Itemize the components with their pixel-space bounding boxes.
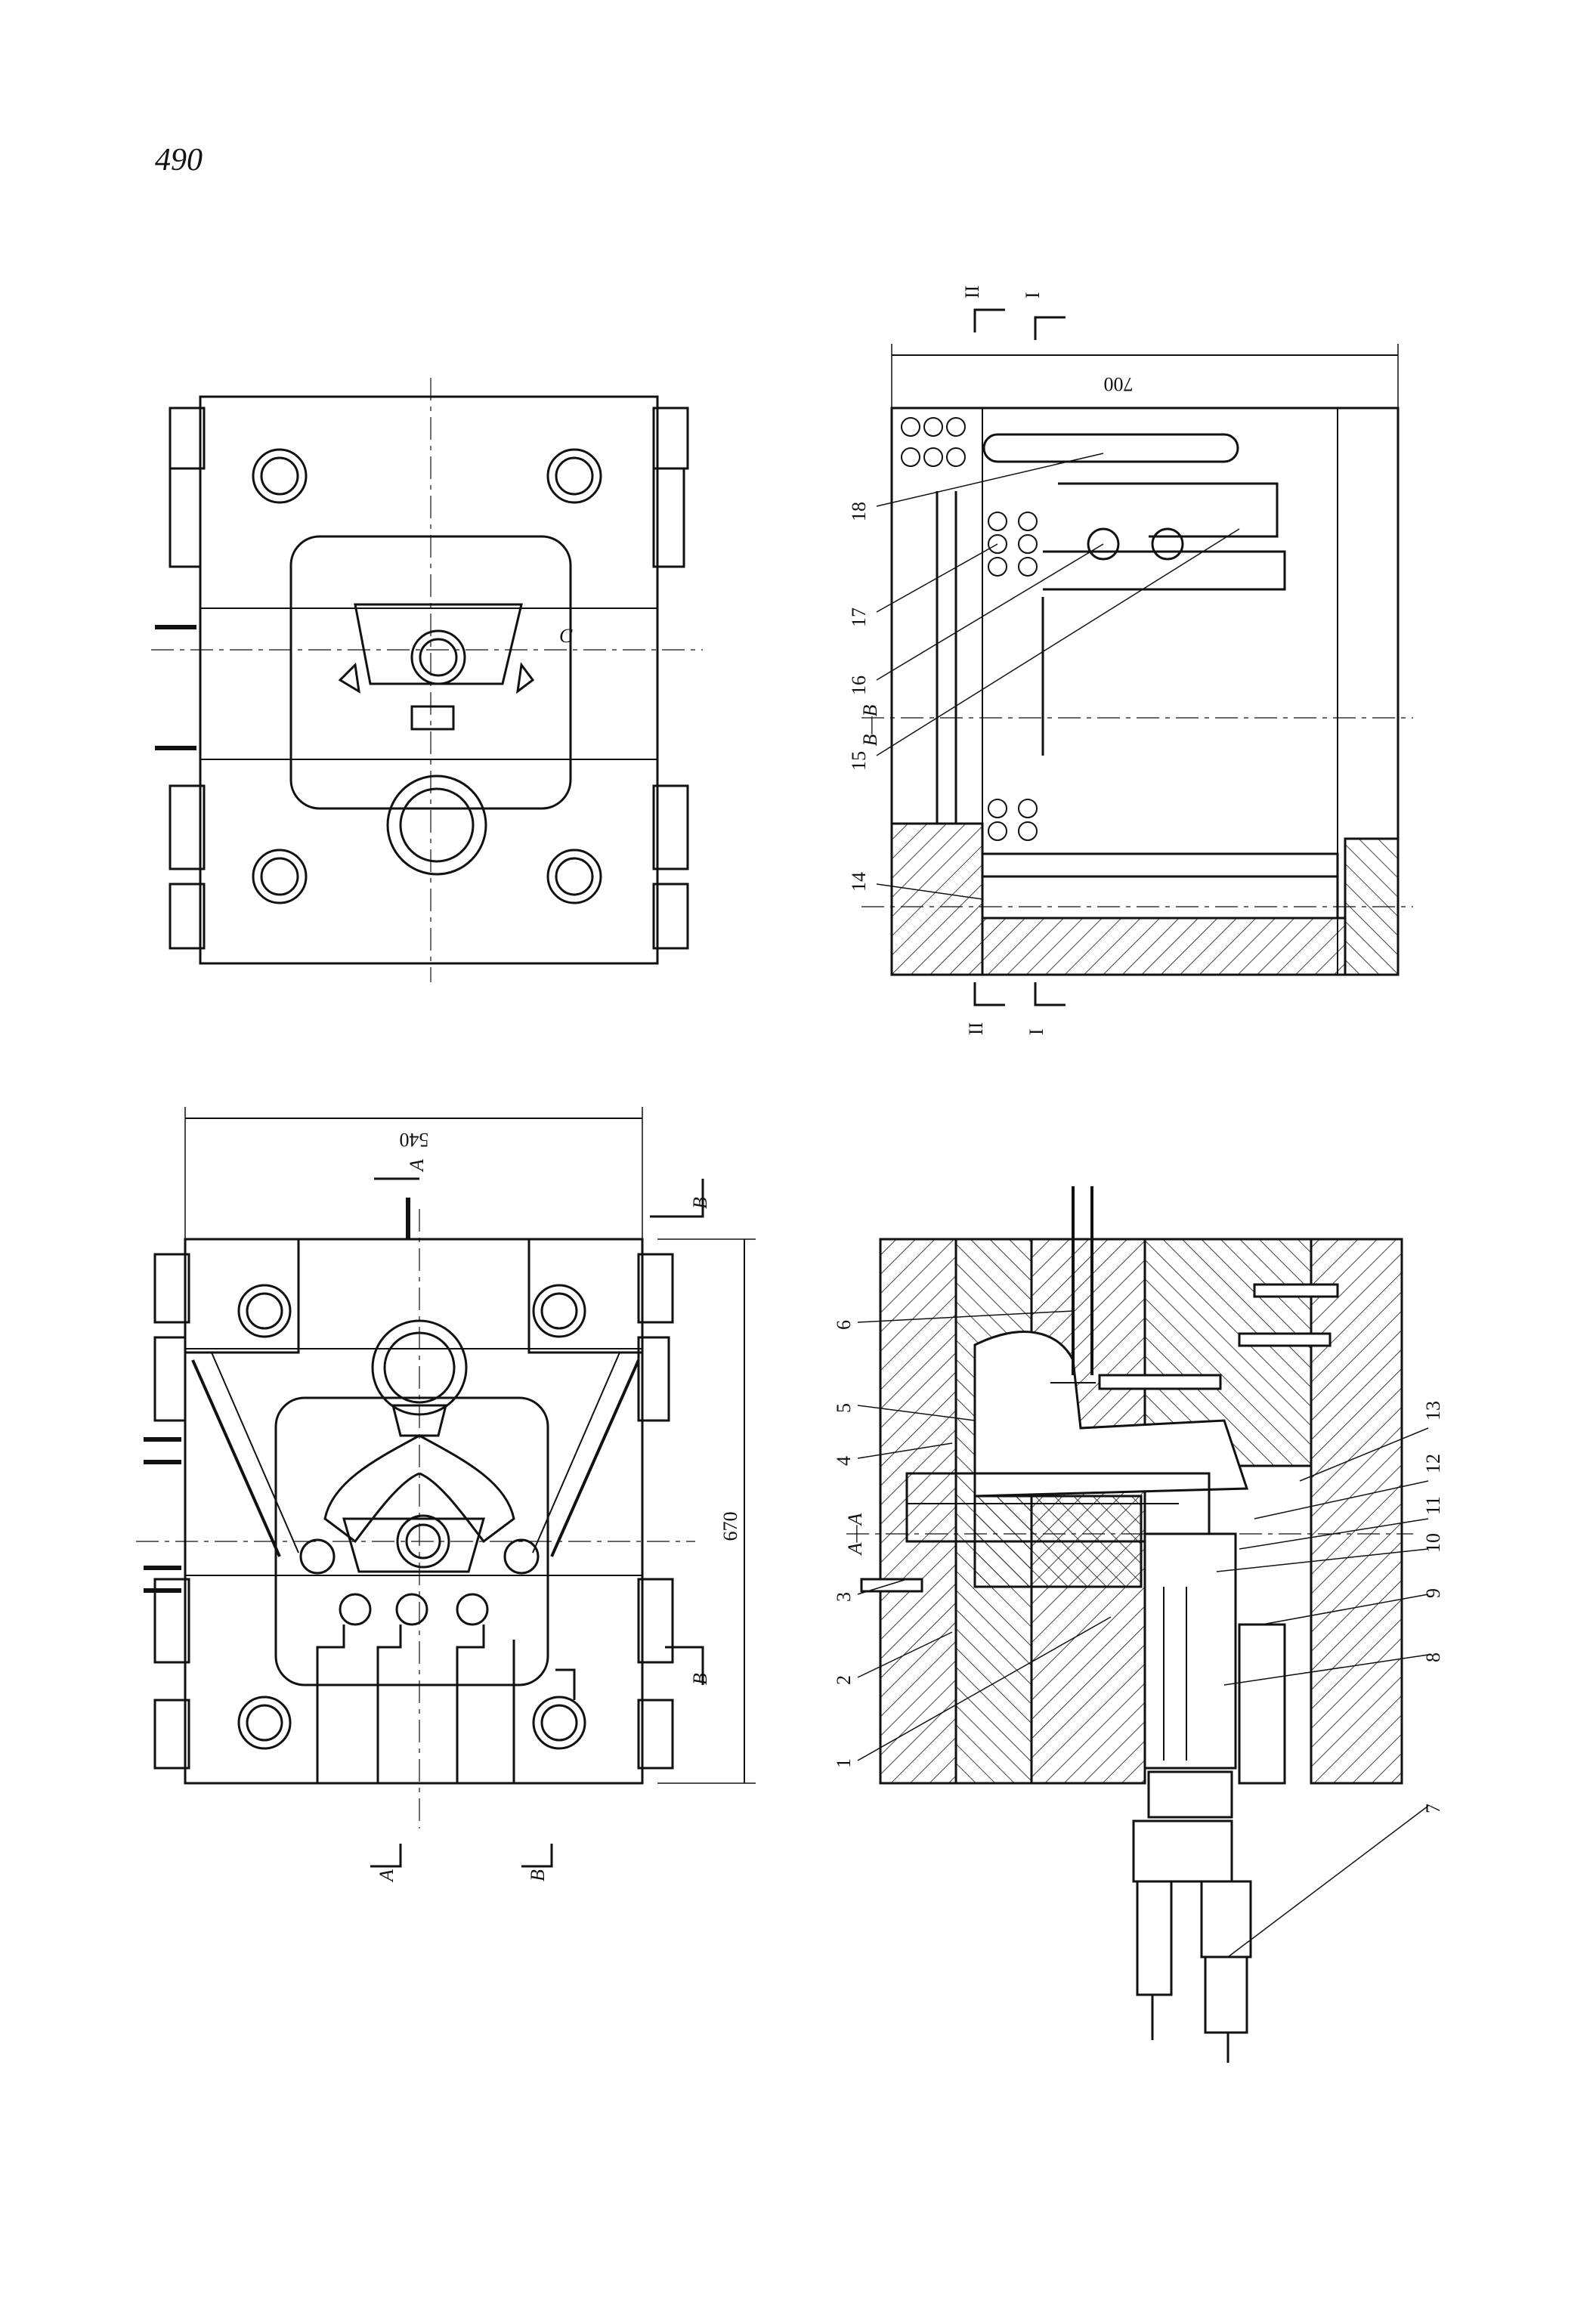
cut-mark-i-top: I xyxy=(1022,292,1044,298)
callout-8: 8 xyxy=(1422,1652,1444,1662)
bottom-right-section-a-a xyxy=(846,1186,1429,2063)
callout-4: 4 xyxy=(833,1456,855,1466)
section-title-b-b: B—B xyxy=(859,704,881,746)
callout-3: 3 xyxy=(833,1592,855,1602)
callout-14: 14 xyxy=(848,872,870,892)
section-mark-c: C xyxy=(559,625,573,647)
section-title-a-a: A—A xyxy=(844,1513,866,1556)
callout-16: 16 xyxy=(848,675,870,695)
dimension-540: 540 xyxy=(400,1129,429,1151)
section-mark-b-right: B xyxy=(689,1673,711,1685)
callout-6: 6 xyxy=(833,1320,855,1330)
callout-11: 11 xyxy=(1422,1496,1444,1515)
callout-15: 15 xyxy=(848,751,870,771)
callout-13: 13 xyxy=(1422,1401,1444,1421)
cut-mark-i-bottom: I xyxy=(1025,1028,1047,1035)
cut-mark-ii-bottom: II xyxy=(965,1022,987,1035)
top-right-section-b-b xyxy=(861,308,1413,1006)
top-left-plan-view xyxy=(151,378,703,982)
callout-2: 2 xyxy=(833,1675,855,1685)
callout-5: 5 xyxy=(833,1403,855,1413)
callout-9: 9 xyxy=(1422,1588,1444,1598)
cut-mark-ii-top: II xyxy=(961,286,983,298)
section-mark-b-top: B xyxy=(689,1197,711,1209)
callout-18: 18 xyxy=(848,502,870,521)
callout-17: 17 xyxy=(848,607,870,627)
callout-12: 12 xyxy=(1422,1454,1444,1473)
section-mark-a-top: A xyxy=(406,1159,428,1173)
page-number: 490 xyxy=(155,143,203,178)
bottom-left-plan-view xyxy=(136,1107,756,1868)
dimension-670: 670 xyxy=(719,1512,741,1541)
callout-7: 7 xyxy=(1422,1804,1444,1813)
callout-10: 10 xyxy=(1422,1533,1444,1553)
dimension-700: 700 xyxy=(1104,373,1134,395)
section-mark-a-bottom: A xyxy=(376,1869,397,1883)
callout-1: 1 xyxy=(833,1758,855,1768)
section-mark-b-bottom: B xyxy=(527,1869,549,1881)
